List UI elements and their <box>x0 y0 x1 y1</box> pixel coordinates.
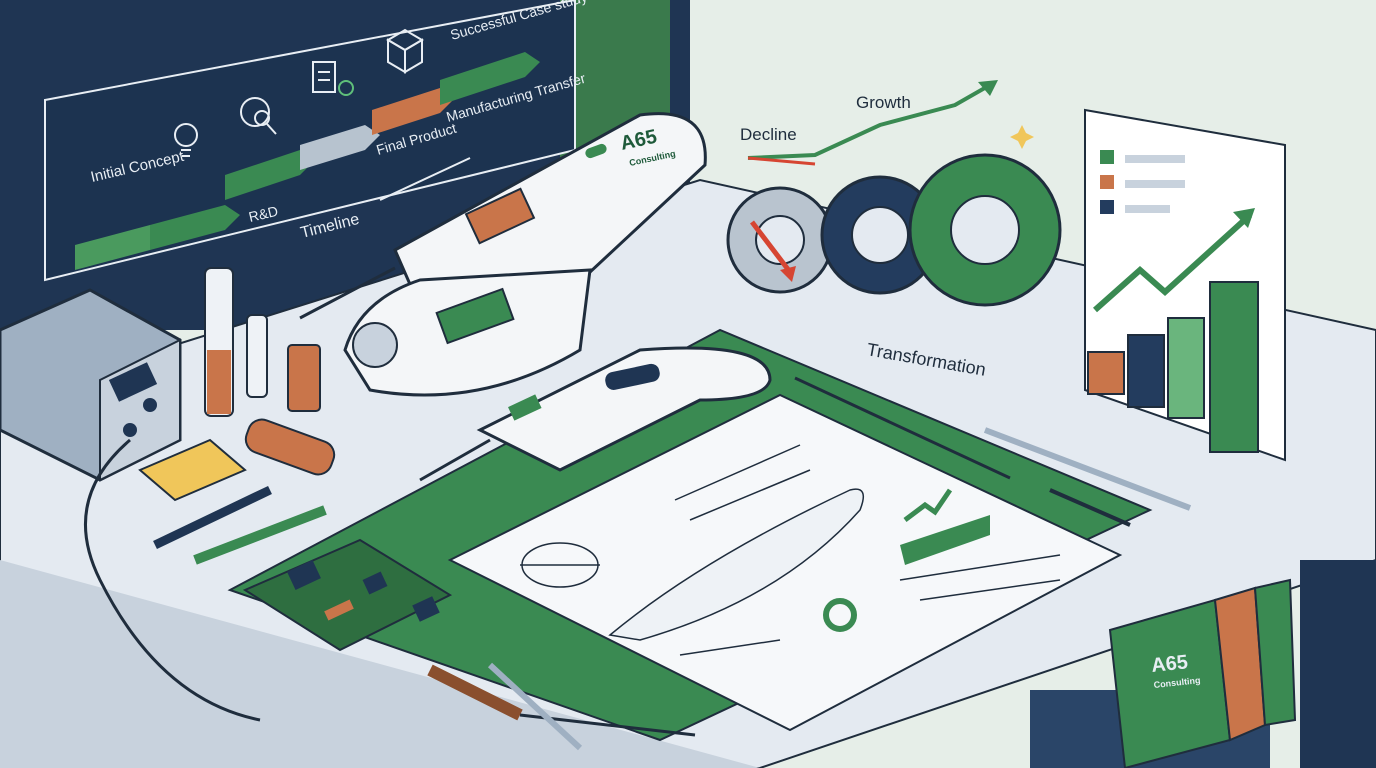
sparkle-icon <box>1010 125 1034 149</box>
shelf-area <box>1300 560 1376 768</box>
copper-cylinder <box>244 418 336 476</box>
decline-label: Decline <box>740 125 797 144</box>
desk-front-edge <box>0 560 760 768</box>
binder-stack <box>1108 578 1297 768</box>
copper-fitting <box>287 344 321 412</box>
resistor <box>324 599 354 621</box>
green-gear-icon <box>908 153 1062 307</box>
bar-chart-panel <box>1084 108 1286 462</box>
timeline-step-rd: R&D <box>247 203 279 225</box>
timeline-chevron-1 <box>75 225 165 270</box>
binder-brand: A65 <box>1150 651 1189 677</box>
power-supply <box>0 288 261 722</box>
pencil-tool <box>1049 488 1131 527</box>
decline-line <box>747 156 816 166</box>
timeline-chevron-3 <box>225 150 315 200</box>
chip-3 <box>412 596 440 622</box>
growth-arrowhead-icon <box>978 80 998 96</box>
chip-2 <box>362 571 388 595</box>
timeline-chevron-6 <box>440 52 540 105</box>
blueprint-drawing <box>520 444 1061 656</box>
caliper-right <box>983 427 1192 511</box>
box-icon <box>386 28 424 74</box>
handheld-device <box>419 346 772 482</box>
blueprint-gear-icon <box>823 598 857 632</box>
screwdriver-dark <box>153 485 272 550</box>
timeline-arrow-line <box>379 157 471 201</box>
probe-rod <box>794 376 1011 480</box>
blueprint-green-bar <box>900 515 990 565</box>
timeline-board: Initial Concept R&D Final Product Manufa… <box>44 0 589 282</box>
growth-line-arrow-icon <box>747 83 991 160</box>
blueprint-growth-arrow-icon <box>903 488 953 522</box>
growth-label: Growth <box>856 93 911 112</box>
timeline-chevron-5 <box>372 88 455 135</box>
caliper-bottom <box>487 662 583 751</box>
gear-search-icon <box>240 97 277 135</box>
document-gear-icon <box>312 61 354 96</box>
screwdriver-green <box>193 505 327 565</box>
circuit-board <box>242 538 453 652</box>
tube-fill-1 <box>207 350 231 414</box>
navy-gear-icon <box>820 175 940 295</box>
chip-1 <box>287 560 321 590</box>
lightbulb-icon <box>174 123 198 157</box>
binder-brand-sub: Consulting <box>1153 675 1201 690</box>
timeline-chevron-2 <box>150 205 240 250</box>
device-cutaway <box>299 112 707 397</box>
screwdriver-brown-handle <box>427 664 523 721</box>
timeline-chevron-4 <box>300 125 380 170</box>
decline-gear-icon <box>726 186 834 294</box>
glass-tube-2 <box>246 314 268 398</box>
